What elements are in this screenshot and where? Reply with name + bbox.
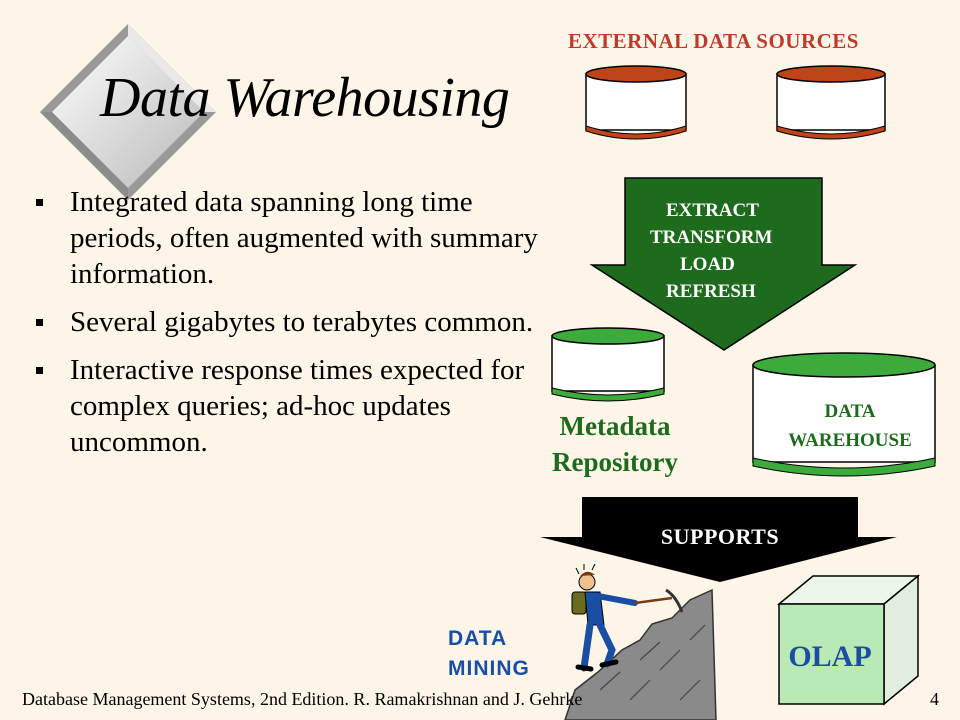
slide-title: Data Warehousing bbox=[100, 67, 510, 129]
etl-step-extract: EXTRACT bbox=[666, 200, 759, 221]
bullet-marker bbox=[36, 199, 43, 206]
supports-label: SUPPORTS bbox=[660, 524, 780, 549]
climber-illustration bbox=[571, 563, 684, 672]
olap-label: OLAP bbox=[788, 640, 872, 673]
mountain-texture bbox=[599, 624, 706, 701]
supports-arrow bbox=[540, 497, 897, 582]
bullet-item: Integrated data spanning long time perio… bbox=[34, 184, 554, 292]
etl-arrow bbox=[589, 177, 858, 351]
title-diamond-decoration bbox=[40, 24, 216, 200]
bullet-text: Several gigabytes to terabytes common. bbox=[70, 306, 534, 338]
data-mining-label-line: DATA bbox=[448, 627, 508, 650]
bullet-text: Interactive response times expected for … bbox=[70, 354, 525, 458]
etl-step-transform: TRANSFORM bbox=[650, 227, 773, 248]
bullet-item: Several gigabytes to terabytes common. bbox=[34, 304, 554, 340]
data-mining-label: DATA MINING bbox=[448, 624, 578, 684]
data-warehouse-cylinder bbox=[752, 352, 936, 477]
footer-citation: Database Management Systems, 2nd Edition… bbox=[22, 689, 583, 709]
external-data-sources-label: EXTERNAL DATA SOURCES bbox=[568, 29, 859, 53]
warehouse-label-line: WAREHOUSE bbox=[788, 430, 912, 451]
etl-step-load: LOAD bbox=[680, 254, 735, 275]
bullet-marker bbox=[36, 319, 43, 326]
etl-step-refresh: REFRESH bbox=[666, 281, 756, 302]
warehouse-label-line: DATA bbox=[824, 401, 876, 422]
data-mining-label-line: MINING bbox=[448, 657, 530, 680]
bullet-marker bbox=[36, 367, 43, 374]
bullet-text: Integrated data spanning long time perio… bbox=[70, 186, 538, 290]
bullet-item: Interactive response times expected for … bbox=[34, 352, 554, 460]
data-warehouse-label: DATA WAREHOUSE bbox=[760, 397, 940, 455]
metadata-repository-label: Metadata Repository bbox=[520, 408, 710, 480]
metadata-label-line: Repository bbox=[552, 447, 678, 477]
olap-cube bbox=[776, 574, 921, 706]
metadata-label-line: Metadata bbox=[559, 411, 671, 441]
external-source-cylinder bbox=[585, 65, 687, 140]
metadata-repository-cylinder bbox=[551, 327, 665, 402]
page-number: 4 bbox=[930, 689, 939, 709]
external-source-cylinder bbox=[776, 65, 886, 140]
etl-steps-label: EXTRACT TRANSFORM LOAD REFRESH bbox=[628, 197, 818, 305]
bullet-list: Integrated data spanning long time perio… bbox=[34, 184, 554, 472]
